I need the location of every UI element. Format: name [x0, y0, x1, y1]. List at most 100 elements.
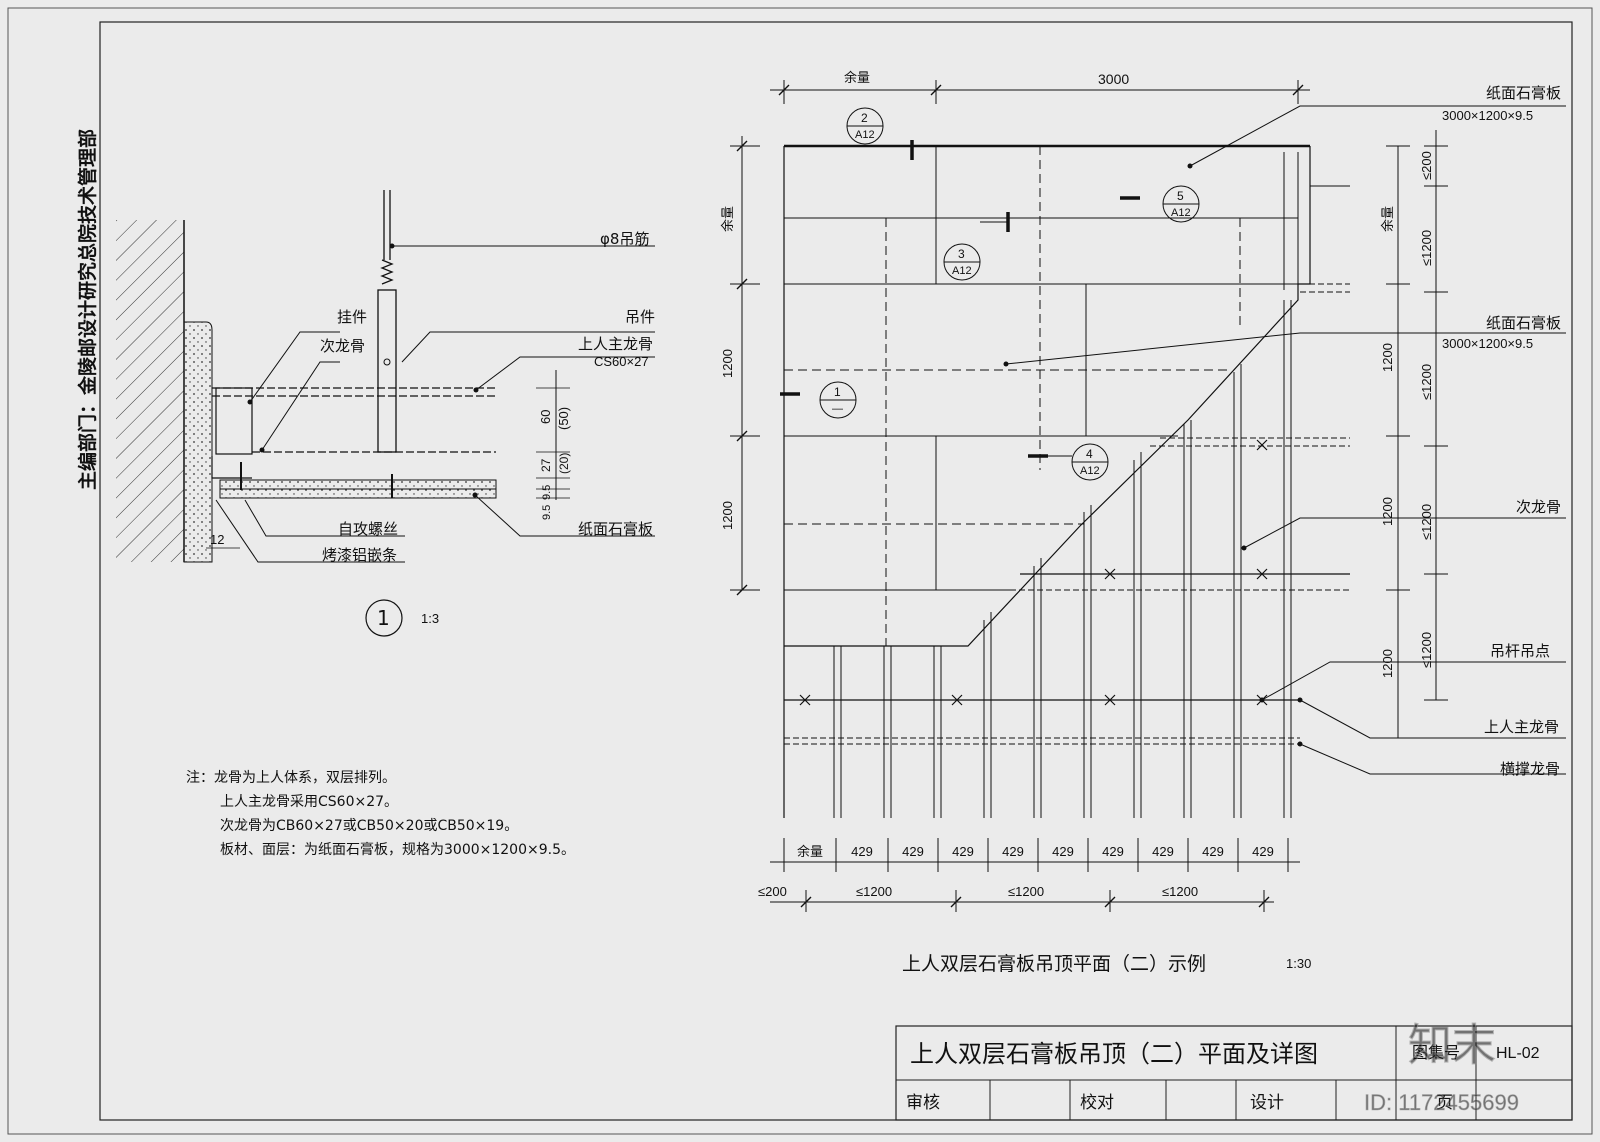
label-hanger: 吊件	[625, 308, 655, 326]
right-dim-d: ≤1200	[1419, 504, 1434, 540]
left-dim-2: 1200	[720, 501, 735, 530]
top-dim-length: 3000	[1098, 71, 1129, 87]
bottom-dim-8: 429	[1202, 844, 1224, 859]
bottom2-dim-1: ≤1200	[856, 884, 892, 899]
callout-4-sheet: A12	[1080, 465, 1100, 477]
detail-scale: 1:3	[421, 611, 439, 626]
side-label: 主编部门：金陵邮设计研究总院技术管理部	[76, 129, 99, 490]
dim-20: (20)	[557, 453, 571, 474]
callout-4: 4 A12	[1048, 443, 1109, 481]
bottom-dim-9: 429	[1252, 844, 1274, 859]
label-board1: 纸面石膏板	[1486, 84, 1561, 102]
bottom-dim-0: 余量	[797, 844, 823, 860]
dim-9-5-b: 9.5	[541, 485, 553, 500]
drawing-no: HL-02	[1496, 1045, 1540, 1062]
callout-5: 5 A12	[1162, 185, 1200, 223]
left-dim-margin: 余量	[720, 206, 736, 232]
label-board2-spec: 3000×1200×9.5	[1442, 336, 1533, 351]
label-board2: 纸面石膏板	[1486, 314, 1561, 332]
watermark-brand: 知末	[1408, 1020, 1496, 1071]
label-gypsum: 纸面石膏板	[578, 520, 653, 538]
clip	[215, 387, 253, 455]
right-dim-e: ≤1200	[1419, 632, 1434, 668]
gypsum-layer-2	[219, 488, 497, 499]
bottom-dim-3: 429	[952, 844, 974, 859]
callout-3-num: 3	[958, 247, 965, 261]
label-cross: 横撑龙骨	[1500, 760, 1560, 778]
right-dim-b: ≤1200	[1419, 230, 1434, 266]
callout-5-sheet: A12	[1171, 207, 1191, 219]
bottom-dim-7: 429	[1152, 844, 1174, 859]
dim-60: 60	[538, 410, 553, 424]
wall-hatch	[116, 220, 184, 562]
bottom-dim-2: 429	[902, 844, 924, 859]
callout-1-num: 1	[834, 385, 841, 399]
notes: 注：龙骨为上人体系，双层排列。 上人主龙骨采用CS60×27。 次龙骨为CB60…	[186, 770, 575, 858]
inner-border	[99, 21, 1573, 1121]
tb-check: 校对	[1080, 1093, 1114, 1113]
callout-4-num: 4	[1086, 447, 1093, 461]
hanger-body	[377, 289, 397, 453]
right-dim-a: ≤200	[1419, 151, 1434, 180]
note-line-2: 上人主龙骨采用CS60×27。	[220, 794, 398, 810]
dim-12: 12	[210, 532, 224, 547]
note-line-1: 注：龙骨为上人体系，双层排列。	[186, 770, 396, 786]
bottom-dim-6: 429	[1102, 844, 1124, 859]
callout-2: 2 A12	[846, 107, 912, 147]
bottom-dim-1: 429	[851, 844, 873, 859]
label-secondary: 次龙骨	[1516, 498, 1561, 516]
callout-1: 1 —	[819, 381, 857, 419]
right-dim-margin: 余量	[1380, 206, 1396, 232]
title-block: 上人双层石膏板吊顶（二）平面及详图 图集号 HL-02 审核 校对 设计 页	[895, 1025, 1573, 1121]
right-dim-r1: 1200	[1380, 343, 1395, 372]
label-screw: 自攻螺丝	[338, 520, 398, 538]
watermark: 知末 ID: 1172455699	[1364, 1020, 1520, 1116]
note-line-3: 次龙骨为CB60×27或CB50×20或CB50×19。	[220, 818, 518, 834]
title-block-title: 上人双层石膏板吊顶（二）平面及详图	[910, 1040, 1318, 1068]
label-hanger-clip: 挂件	[337, 308, 367, 326]
gypsum-layer-1	[219, 479, 497, 490]
label-board1-spec: 3000×1200×9.5	[1442, 108, 1533, 123]
label-main: 上人主龙骨	[1484, 718, 1559, 736]
wall-plaster	[183, 321, 213, 563]
top-dim-margin: 余量	[844, 70, 870, 86]
dim-27: 27	[539, 458, 553, 472]
bottom-dim-4: 429	[1002, 844, 1024, 859]
label-main-keel-spec: CS60×27	[594, 354, 649, 369]
tb-review: 审核	[906, 1093, 940, 1113]
dim-9-5: 9.5	[541, 505, 553, 520]
label-hanger-point: 吊杆吊点	[1490, 642, 1550, 660]
left-dim-1: 1200	[720, 349, 735, 378]
callout-1-sheet: —	[832, 403, 843, 415]
detail-number: 1	[377, 606, 390, 630]
right-dim-r3: 1200	[1380, 649, 1395, 678]
outer-border	[7, 7, 1593, 1135]
plan-title: 上人双层石膏板吊顶平面（二）示例	[902, 952, 1206, 975]
callout-5-num: 5	[1177, 189, 1184, 203]
detail-1: 60 (50) 27 (20) 9.5 9.5 12 φ8吊筋 挂件 次龙骨 吊…	[116, 190, 655, 637]
bottom-dim-5: 429	[1052, 844, 1074, 859]
drawing-no-label: 图集号	[1412, 1043, 1460, 1062]
label-alu-strip: 烤漆铝嵌条	[322, 546, 397, 564]
label-rebar: φ8吊筋	[600, 230, 649, 248]
callout-2-sheet: A12	[855, 129, 875, 141]
tb-design: 设计	[1250, 1093, 1284, 1113]
plan-scale: 1:30	[1286, 956, 1311, 971]
right-dim-c: ≤1200	[1419, 364, 1434, 400]
label-secondary-keel: 次龙骨	[320, 337, 365, 355]
callout-3: 3 A12	[943, 221, 1008, 281]
tb-page: 页	[1436, 1093, 1453, 1113]
watermark-id: ID: 1172455699	[1364, 1090, 1519, 1115]
detail-number-circle	[365, 599, 403, 637]
ceiling-plan: 2 A12 5 A12 3 A12 1 — 4 A12	[720, 70, 1566, 975]
dim-50: (50)	[556, 407, 571, 430]
note-line-4: 板材、面层：为纸面石膏板，规格为3000×1200×9.5。	[220, 841, 575, 858]
label-main-keel: 上人主龙骨	[578, 335, 653, 353]
right-dim-r2: 1200	[1380, 497, 1395, 526]
callout-2-num: 2	[861, 111, 868, 125]
callout-3-sheet: A12	[952, 265, 972, 277]
bottom2-dim-0: ≤200	[758, 884, 787, 899]
bottom2-dim-3: ≤1200	[1162, 884, 1198, 899]
